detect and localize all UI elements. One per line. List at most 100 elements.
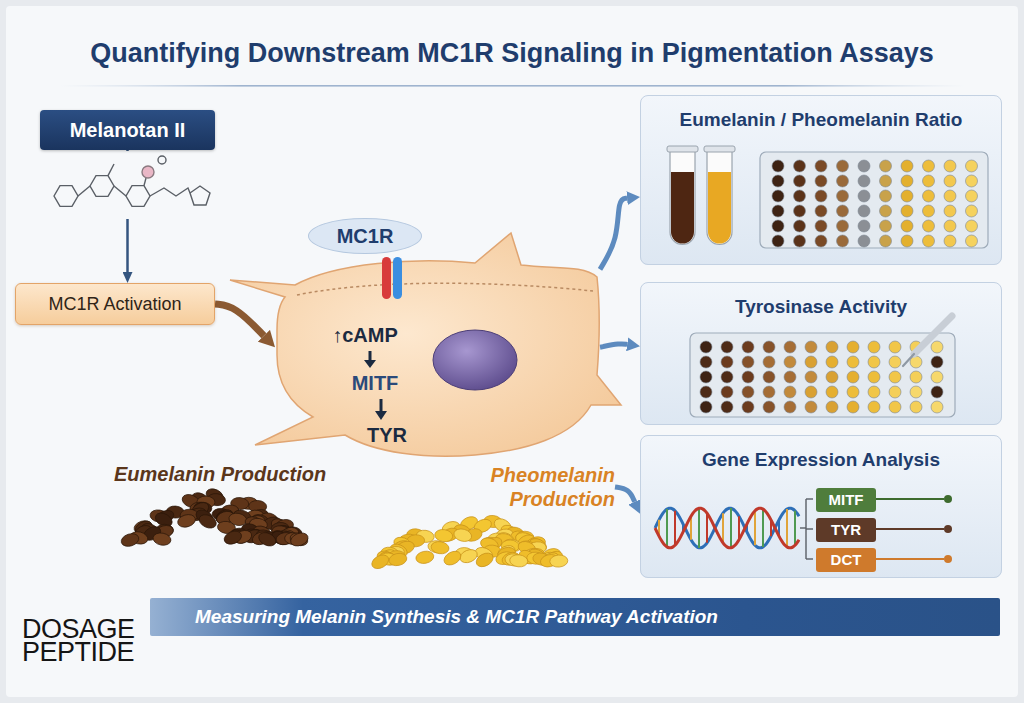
plate-well bbox=[837, 160, 849, 172]
plate-well bbox=[700, 341, 712, 353]
plate-well bbox=[772, 235, 784, 247]
plate-well bbox=[966, 220, 978, 232]
plate-well bbox=[847, 401, 859, 413]
plate-well bbox=[794, 205, 806, 217]
pipette bbox=[903, 316, 952, 366]
plate-well bbox=[880, 220, 892, 232]
gene-track bbox=[944, 495, 952, 503]
node-text: MITF bbox=[824, 490, 868, 510]
molecule-structure bbox=[126, 186, 150, 207]
molecule-structure bbox=[78, 186, 90, 196]
molecule-ground bbox=[44, 151, 222, 219]
gene-track bbox=[873, 558, 944, 560]
plate-well bbox=[815, 205, 827, 217]
plate-well bbox=[944, 175, 956, 187]
diagram-title: Quantifying Downstream MC1R Signaling in… bbox=[0, 38, 1024, 69]
test-tube bbox=[667, 146, 735, 245]
plate-well bbox=[889, 356, 901, 368]
watermark: DOSAGE PEPTIDE bbox=[22, 618, 135, 664]
plate-well bbox=[805, 371, 817, 383]
plate-well bbox=[721, 386, 733, 398]
dna-strand bbox=[655, 508, 799, 548]
plate-well bbox=[721, 341, 733, 353]
plate-well bbox=[889, 371, 901, 383]
receptor-symbol bbox=[382, 257, 391, 299]
assay-panel: Gene Expression AnalysisMITFTYRDCT bbox=[640, 435, 1002, 578]
plate-well bbox=[858, 205, 870, 217]
plate-well bbox=[837, 235, 849, 247]
panel-ground bbox=[640, 95, 1002, 578]
plate-well bbox=[944, 205, 956, 217]
molecule-structure bbox=[90, 176, 114, 197]
plate-well bbox=[910, 401, 922, 413]
dna-rung bbox=[666, 509, 668, 547]
plate-well bbox=[966, 205, 978, 217]
plate-well bbox=[868, 371, 880, 383]
node-text: MC1R Activation bbox=[48, 294, 181, 315]
plate-well bbox=[901, 205, 913, 217]
molecule-structure bbox=[150, 188, 190, 196]
plate-well bbox=[931, 356, 943, 368]
plate-well bbox=[868, 386, 880, 398]
melanocyte-cell: ↑cAMPMITFTYR bbox=[275, 255, 600, 460]
plate-well bbox=[772, 190, 784, 202]
flow-arrow bbox=[615, 487, 635, 502]
node-text: MC1R bbox=[337, 225, 394, 248]
plate-well bbox=[784, 371, 796, 383]
plate-well bbox=[763, 401, 775, 413]
receptor-symbol bbox=[393, 257, 402, 299]
test-tube bbox=[670, 150, 695, 245]
flow-arrow bbox=[215, 304, 264, 336]
gene-bracket bbox=[806, 558, 813, 559]
pipette bbox=[914, 316, 952, 354]
test-tube bbox=[671, 172, 694, 244]
pheomelanin-granules bbox=[369, 514, 568, 571]
plate-well bbox=[944, 190, 956, 202]
plate-well bbox=[923, 205, 935, 217]
plate-well bbox=[868, 401, 880, 413]
node-text: DCT bbox=[824, 550, 868, 570]
node-text: Pheomelanin Production bbox=[455, 463, 615, 511]
well-plate bbox=[700, 341, 943, 413]
assay-panel: Tyrosinase Activity bbox=[640, 282, 1002, 425]
node-text: TYR bbox=[824, 520, 868, 540]
plate-well bbox=[700, 401, 712, 413]
plate-well bbox=[880, 175, 892, 187]
plate-well bbox=[880, 235, 892, 247]
gene-track bbox=[944, 555, 952, 563]
pathway-step: TYR bbox=[367, 424, 407, 446]
molecule-structure bbox=[54, 156, 210, 206]
plate-well bbox=[826, 401, 838, 413]
plate-well bbox=[837, 205, 849, 217]
plate-well bbox=[772, 220, 784, 232]
well-plate bbox=[690, 333, 955, 417]
plate-well bbox=[772, 205, 784, 217]
pigment-granule bbox=[388, 552, 408, 567]
plate-well bbox=[742, 386, 754, 398]
plate-well bbox=[794, 235, 806, 247]
plate-well bbox=[880, 160, 892, 172]
pigment-granule bbox=[197, 512, 218, 531]
flow-arrow bbox=[600, 198, 627, 269]
plate-well bbox=[910, 371, 922, 383]
plate-well bbox=[815, 220, 827, 232]
gene-track bbox=[873, 528, 944, 530]
cell-membrane bbox=[297, 283, 593, 295]
plate-well bbox=[794, 175, 806, 187]
plate-well bbox=[700, 356, 712, 368]
plate-well bbox=[868, 341, 880, 353]
plate-well bbox=[784, 401, 796, 413]
plate-well bbox=[837, 175, 849, 187]
plate-well bbox=[923, 175, 935, 187]
well-plate bbox=[772, 160, 978, 247]
plate-well bbox=[931, 371, 943, 383]
plate-well bbox=[847, 371, 859, 383]
plate-well bbox=[742, 341, 754, 353]
pigment-caption: Eumelanin Production bbox=[114, 462, 326, 486]
caption-band: Measuring Melanin Synthesis & MC1R Pathw… bbox=[150, 598, 1000, 636]
plate-well bbox=[923, 235, 935, 247]
pathway-step: MITF bbox=[352, 372, 399, 394]
pigment-granule bbox=[257, 530, 278, 549]
plate-well bbox=[923, 160, 935, 172]
dna-rung bbox=[706, 513, 708, 543]
